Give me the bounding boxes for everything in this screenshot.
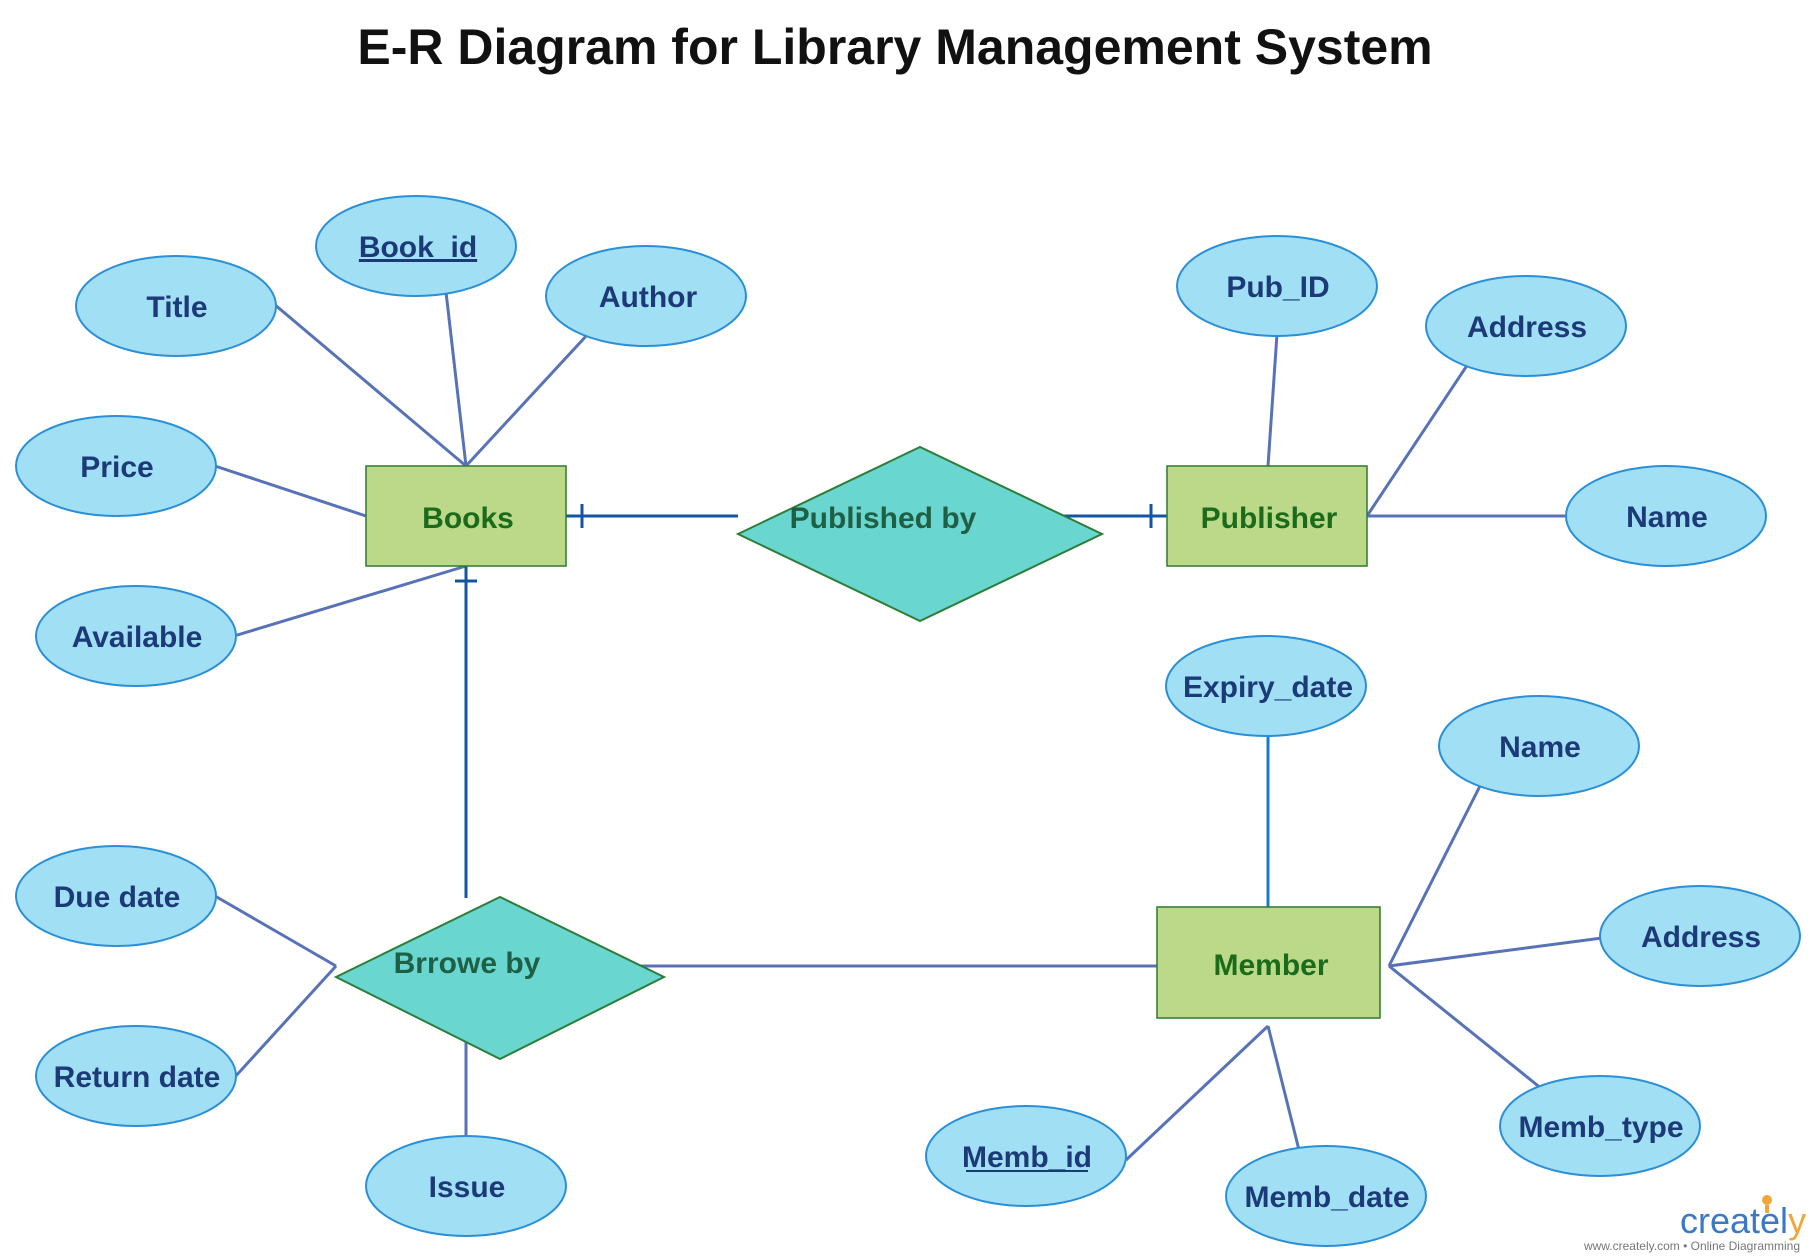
- entity-publisher: Publisher: [1166, 465, 1368, 567]
- publisher-attribute-lines: [1266, 333, 1568, 518]
- attribute-author-label: Author: [599, 281, 698, 314]
- attribute-price-label: Price: [80, 451, 153, 484]
- pub-id-to-publisher-line: [1266, 333, 1279, 467]
- price-to-books-line: [214, 464, 367, 518]
- books-borrow-lines: [455, 566, 477, 898]
- relationship-borrowed-by-label: Brrowe by: [394, 947, 541, 980]
- attribute-available-label: Available: [72, 621, 203, 654]
- attribute-return-date-label: Return date: [54, 1061, 221, 1094]
- attributes: Book_id Title Author Price Available Pub…: [15, 195, 1801, 1247]
- attribute-issue: Issue: [365, 1135, 567, 1237]
- lightbulb-icon: [1762, 1195, 1772, 1213]
- entity-member: Member: [1156, 906, 1381, 1019]
- creately-watermark: creately www.creately.com • Online Diagr…: [1583, 1195, 1806, 1253]
- title-to-books-line: [273, 302, 467, 468]
- attribute-publisher-name-label: Name: [1626, 501, 1708, 534]
- address-to-publisher-line: [1365, 363, 1470, 517]
- attribute-title: Title: [75, 255, 277, 357]
- due-date-to-borrowed-by-line: [214, 894, 337, 968]
- available-to-books-line: [233, 564, 467, 638]
- attribute-due-date-label: Due date: [54, 881, 181, 914]
- attribute-book-id: Book_id: [315, 195, 517, 297]
- memb-id-to-member-line: [1124, 1024, 1270, 1162]
- borrow-attribute-lines: [214, 894, 1157, 1138]
- attribute-return-date: Return date: [35, 1025, 237, 1127]
- relationships: Published by Brrowe by: [333, 445, 1105, 1061]
- attribute-member-address: Address: [1599, 885, 1801, 987]
- attribute-memb-id: Memb_id: [925, 1105, 1127, 1207]
- relationship-published-by: Published by: [735, 445, 1105, 623]
- attribute-available: Available: [35, 585, 237, 687]
- attribute-pub-id-label: Pub_ID: [1226, 271, 1329, 304]
- connector-lines: [214, 291, 1603, 1162]
- attribute-expiry-date: Expiry_date: [1165, 635, 1367, 737]
- address-to-member-line: [1388, 936, 1603, 968]
- member-attribute-lines: [1124, 785, 1603, 1162]
- attribute-publisher-address-label: Address: [1467, 311, 1587, 344]
- entities: Books Publisher Member: [365, 465, 1381, 1019]
- relationship-published-by-label: Published by: [790, 502, 977, 535]
- attribute-publisher-address: Address: [1425, 275, 1627, 377]
- creately-logo-main: createl: [1680, 1200, 1788, 1241]
- entity-books: Books: [365, 465, 567, 567]
- entity-books-label: Books: [422, 502, 514, 535]
- attribute-issue-label: Issue: [429, 1171, 506, 1204]
- books-attribute-lines: [214, 291, 590, 638]
- return-date-to-borrowed-by-line: [232, 964, 338, 1080]
- attribute-memb-id-label: Memb_id: [962, 1141, 1092, 1174]
- entity-member-label: Member: [1213, 949, 1328, 982]
- attribute-member-name-label: Name: [1499, 731, 1581, 764]
- memb-date-to-member-line: [1266, 1025, 1301, 1151]
- attribute-expiry-date-label: Expiry_date: [1183, 671, 1353, 704]
- attribute-memb-type-label: Memb_type: [1518, 1111, 1683, 1144]
- memb-type-to-member-line: [1388, 964, 1543, 1091]
- attribute-price: Price: [15, 415, 217, 517]
- name-to-member-line: [1387, 785, 1482, 967]
- attribute-memb-date: Memb_date: [1225, 1145, 1427, 1247]
- creately-logo: creately: [1680, 1200, 1806, 1241]
- attribute-member-address-label: Address: [1641, 921, 1761, 954]
- attribute-member-name: Name: [1438, 695, 1640, 797]
- relationship-borrowed-by: Brrowe by: [333, 895, 667, 1061]
- attribute-publisher-name: Name: [1565, 465, 1767, 567]
- attribute-author: Author: [545, 245, 747, 347]
- attribute-pub-id: Pub_ID: [1176, 235, 1378, 337]
- book-id-to-books-line: [444, 291, 468, 467]
- attribute-title-label: Title: [146, 291, 207, 324]
- attribute-due-date: Due date: [15, 845, 217, 947]
- diagram-title: E-R Diagram for Library Management Syste…: [357, 19, 1432, 75]
- author-to-books-line: [464, 332, 590, 468]
- attribute-book-id-label: Book_id: [359, 231, 477, 264]
- attribute-memb-type: Memb_type: [1499, 1075, 1701, 1177]
- entity-publisher-label: Publisher: [1201, 502, 1338, 535]
- creately-footer-text: www.creately.com • Online Diagramming: [1583, 1239, 1800, 1253]
- attribute-memb-date-label: Memb_date: [1244, 1181, 1409, 1214]
- creately-logo-accent: y: [1788, 1200, 1806, 1241]
